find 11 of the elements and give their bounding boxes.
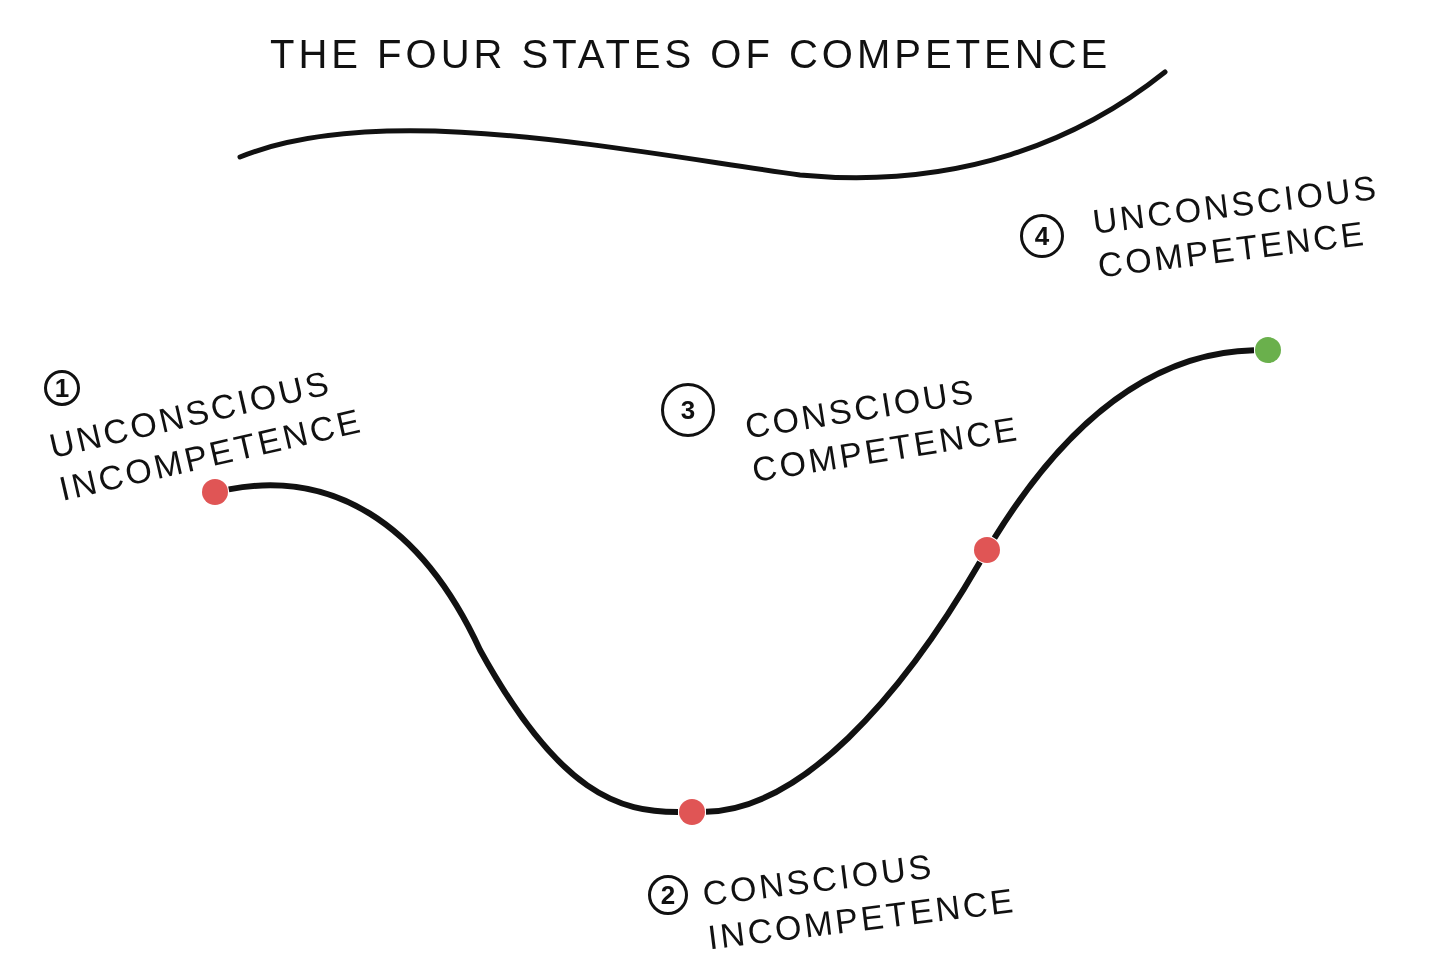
curve-point-dot [1254,336,1282,364]
state-label: UNCONSCIOUS COMPETENCE [1090,166,1382,287]
curve-line [705,560,983,815]
circled-number: 2 [648,875,688,915]
circled-number: 4 [1020,214,1064,258]
curve-line [991,347,1255,540]
title: THE FOUR STATES OF COMPETENCE [270,32,1112,77]
circled-number: 3 [661,383,715,437]
curve-point-dot [973,536,1001,564]
curve-line [228,482,679,815]
curve-point-dot [678,798,706,826]
